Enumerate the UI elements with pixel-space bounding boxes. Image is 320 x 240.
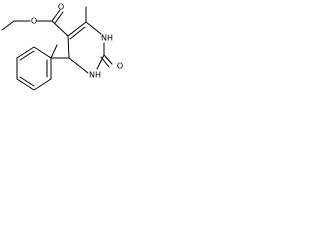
benzene-bond-2 (16, 46, 35, 59)
benzene-double-1 (19, 50, 35, 61)
bond-ethyl-ch2-ch3 (1, 20, 15, 31)
bond-c5-c6 (67, 21, 87, 37)
bond-c2-n3 (96, 54, 105, 70)
bond-carbonyl-double-a (51, 9, 61, 22)
benzene-bond-4 (16, 78, 35, 91)
bond-c6-n1 (85, 21, 102, 35)
bond-n3-c4 (68, 57, 89, 74)
atom-label-ester-carbonyl-oxygen: O (58, 3, 64, 12)
benzene-bond-5 (33, 78, 52, 91)
atom-label-urea-oxygen: O (117, 62, 123, 71)
benzene-double-2 (19, 76, 35, 87)
bond-c4-c5 (67, 35, 70, 59)
bond-carbonyl-double-b (54, 11, 64, 24)
bond-aryl-methyl (50, 44, 58, 59)
atom-label-ring-nh-top: NH (101, 34, 113, 43)
structure-diagram: O O NH NH O (1, 3, 123, 91)
atom-label-ester-oxygen: O (31, 17, 37, 26)
bond-c5-c6-inner (69, 26, 86, 40)
bond-carbonyl-carbon-c5 (51, 20, 69, 37)
bond-c2-urea-o (103, 54, 113, 65)
molecule-canvas: O O NH NH O (0, 0, 128, 97)
benzene-bond-1 (33, 46, 52, 59)
atom-label-ring-nh-bottom: NH (89, 71, 101, 80)
